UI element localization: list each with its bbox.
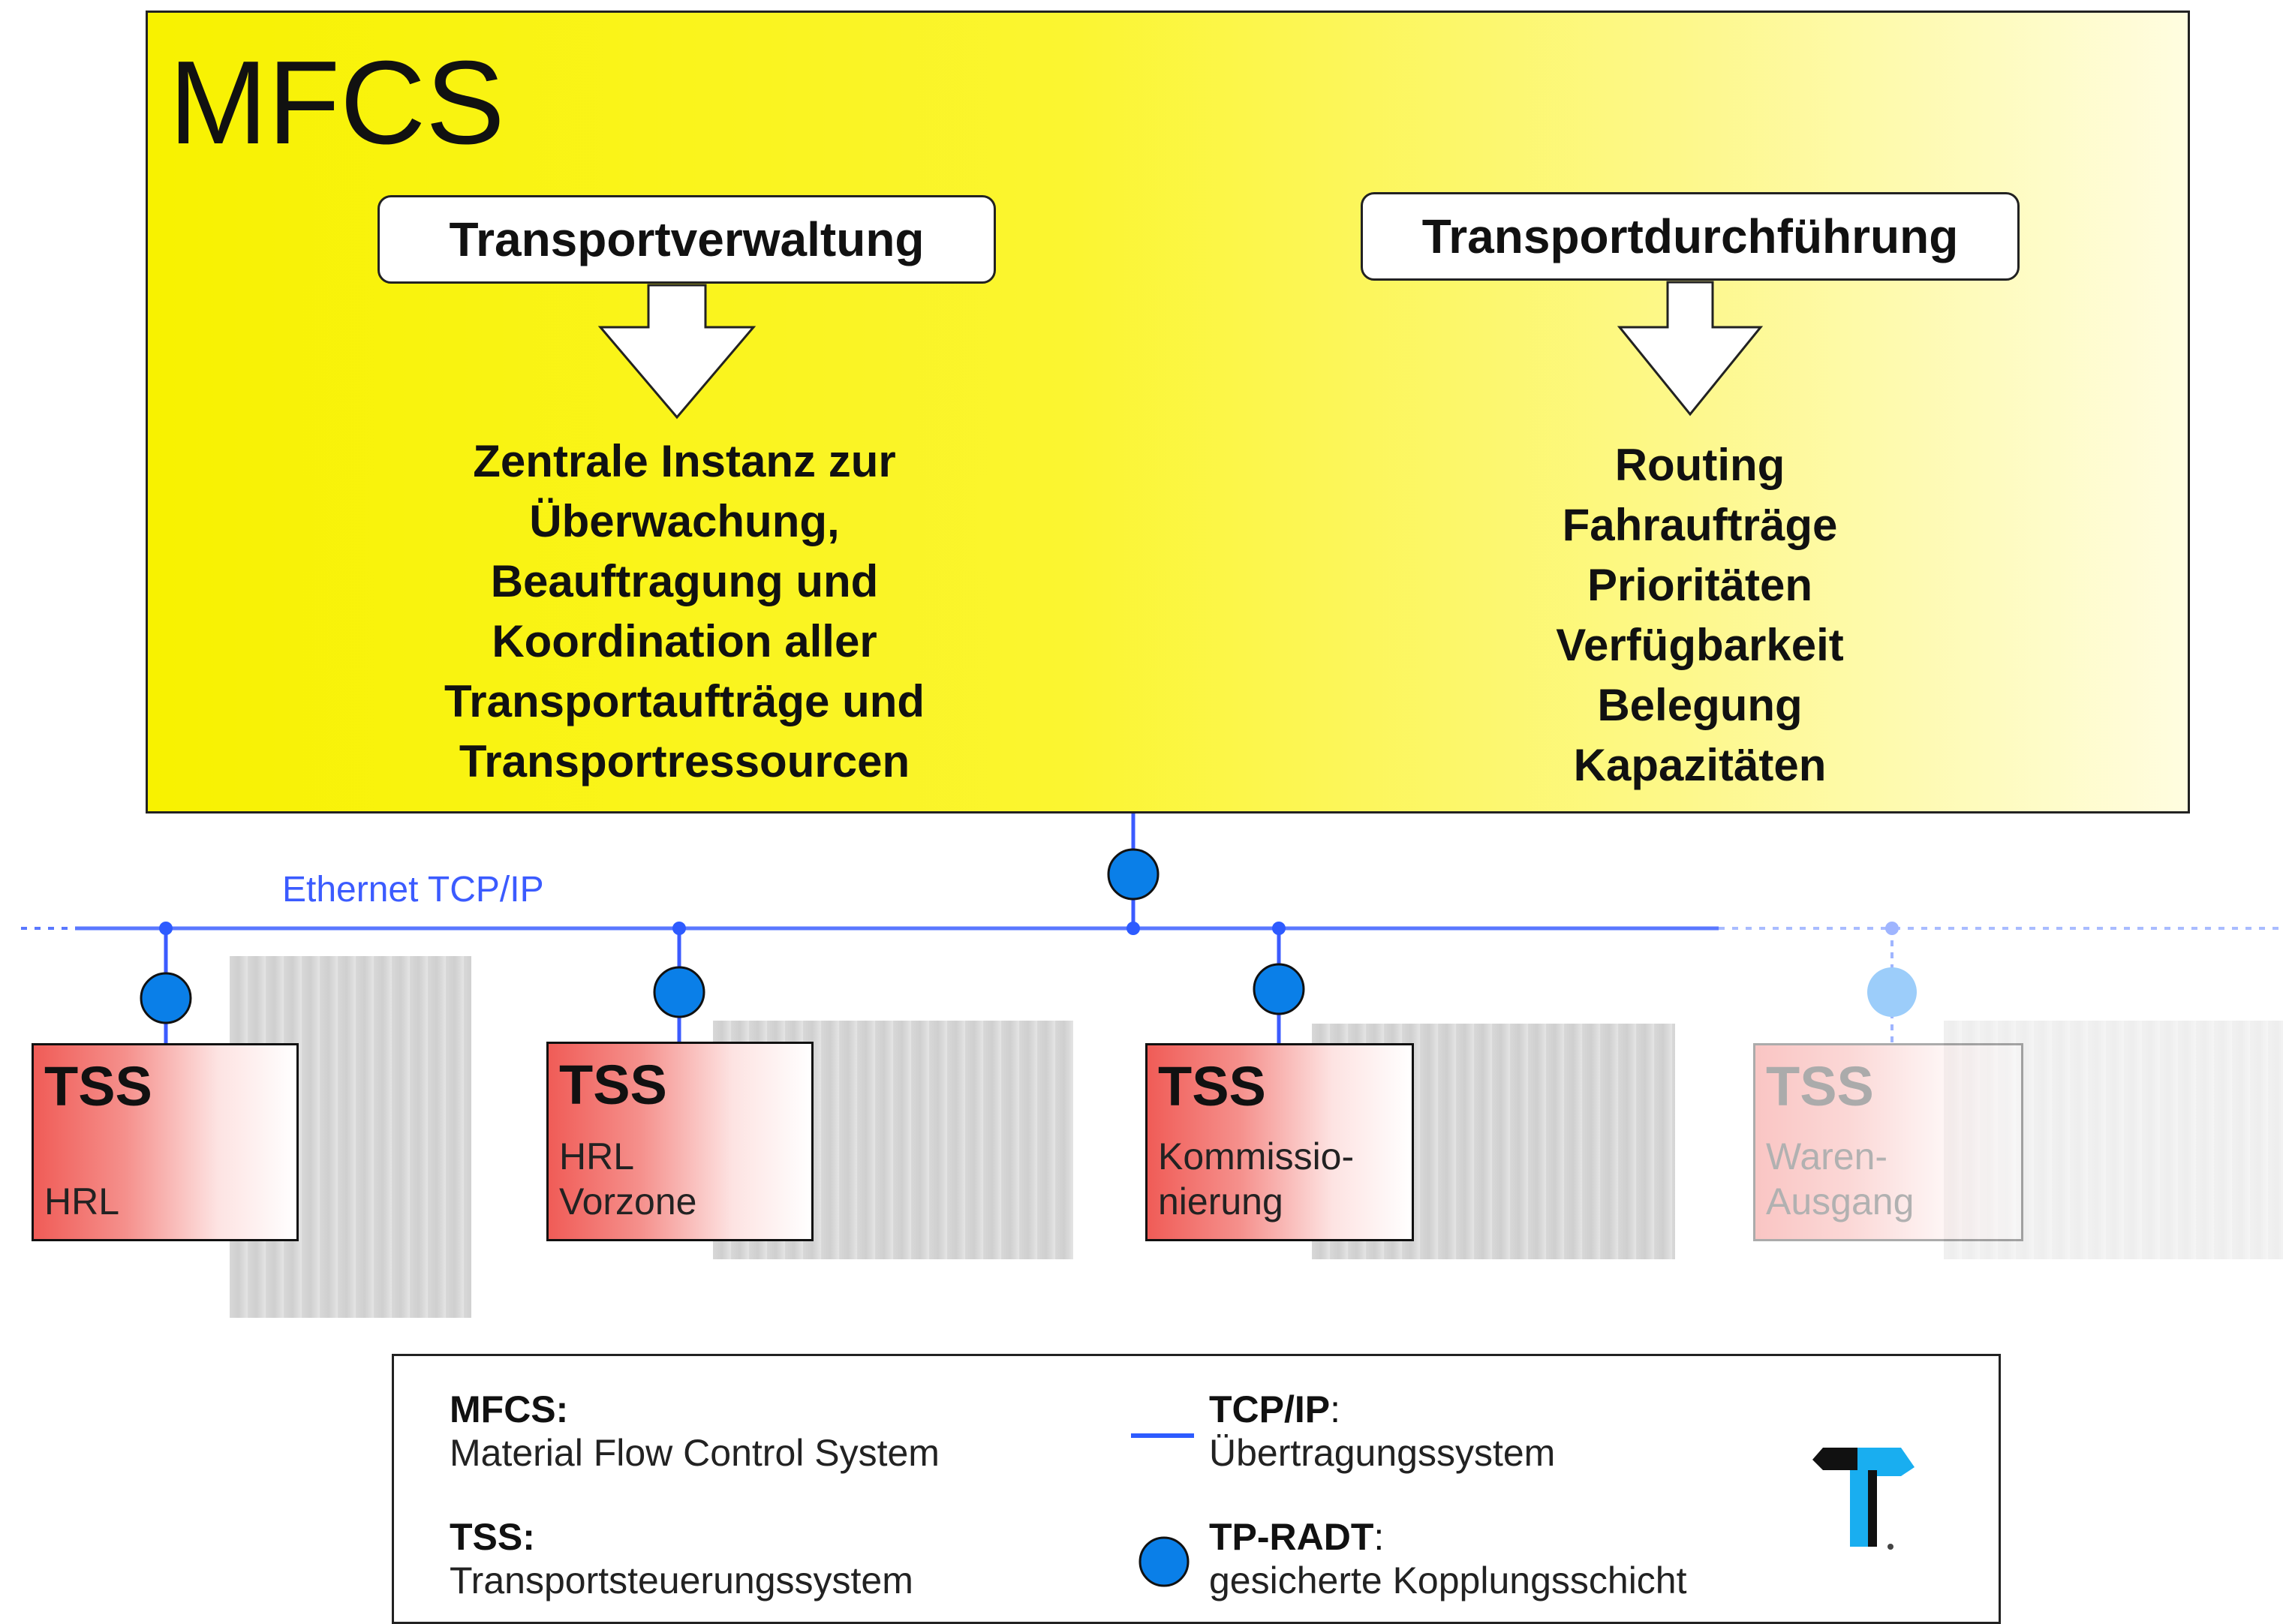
- warenausgang-photo: [1944, 1021, 2283, 1259]
- legend-box: MFCS: Material Flow Control System TSS: …: [392, 1354, 2001, 1624]
- transportverwaltung-description: Zentrale Instanz zur Überwachung, Beauft…: [444, 436, 925, 786]
- tss-box-warenausgang: TSS Waren- Ausgang: [1753, 1043, 2023, 1241]
- legend-tcpip-text: Übertragungssystem: [1209, 1432, 1556, 1474]
- tss-box-kommissionierung: TSS Kommissio- nierung: [1145, 1043, 1414, 1241]
- legend-mfcs-text: Material Flow Control System: [450, 1432, 940, 1474]
- transportverwaltung-box: Transportverwaltung: [377, 195, 996, 284]
- mfcs-coupling-node: [1107, 848, 1160, 901]
- transportdurchfuehrung-description: Routing Fahraufträge Prioritäten Verfügb…: [1556, 440, 1844, 790]
- tss-warenausgang-coupling-node: [1867, 967, 1917, 1017]
- legend-node-icon: [1138, 1536, 1190, 1587]
- legend-radt-title: TP-RADT:: [1209, 1516, 1385, 1558]
- legend-radt-text: gesicherte Kopplungsschicht: [1209, 1559, 1687, 1601]
- tss-kommissionierung-coupling-node: [1253, 963, 1305, 1015]
- legend-line-icon: [1131, 1433, 1194, 1438]
- tss-box-hrl-vorzone: TSS HRL Vorzone: [546, 1042, 814, 1241]
- mfcs-title: MFCS: [169, 37, 505, 169]
- tss-vorzone-coupling-node: [653, 966, 705, 1018]
- transportdurchfuehrung-box: Transportdurchführung: [1361, 192, 2020, 281]
- ethernet-label: Ethernet TCP/IP: [282, 870, 544, 910]
- legend-tss-text: Transportsteuerungssystem: [450, 1559, 913, 1601]
- legend-tss-title: TSS:: [450, 1516, 535, 1558]
- legend-mfcs-title: MFCS:: [450, 1388, 569, 1430]
- mfcs-arrows: [597, 281, 1764, 420]
- tss-hrl-coupling-node: [140, 972, 192, 1024]
- mfcs-box: [146, 11, 2190, 814]
- tss-box-hrl: TSS HRL: [32, 1043, 299, 1241]
- legend-tcpip-title: TCP/IP:: [1209, 1388, 1341, 1430]
- tp-logo-icon: [1812, 1448, 1915, 1550]
